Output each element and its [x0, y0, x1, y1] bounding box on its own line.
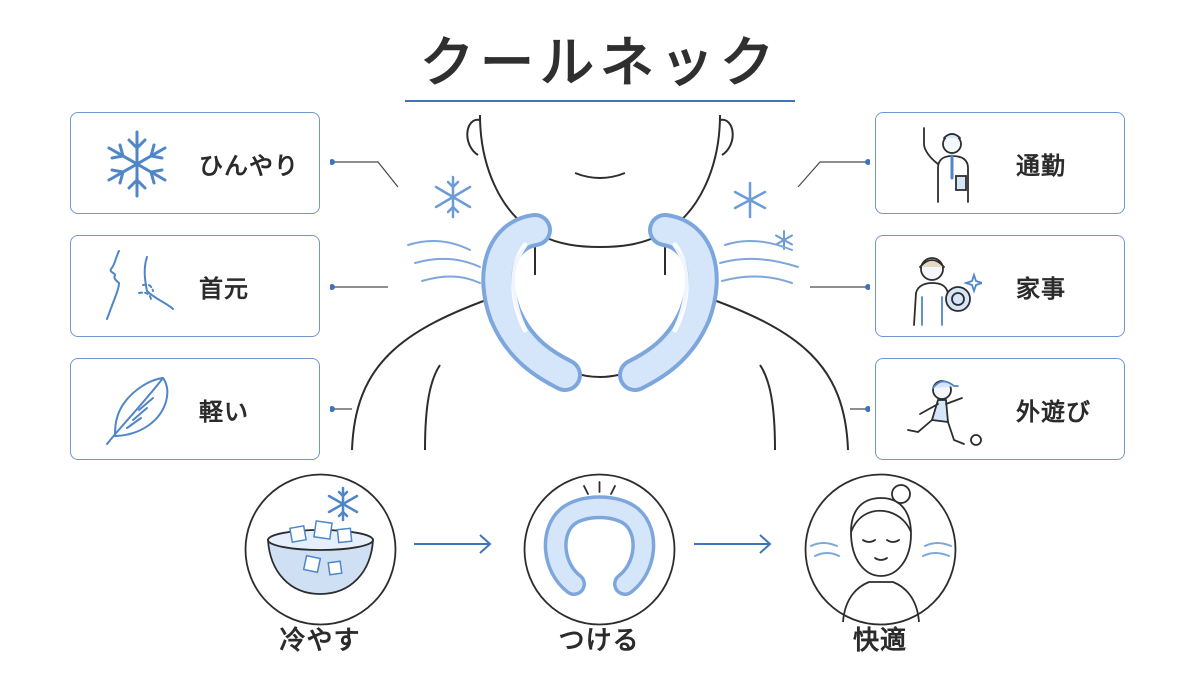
neck-ring-icon — [523, 473, 676, 626]
page-title: クールネック — [420, 31, 780, 94]
scene-card-housework: 家事 — [875, 235, 1125, 337]
arrow-right-icon — [414, 534, 492, 554]
feature-label-neck: 首元 — [199, 274, 249, 303]
relaxed-face-icon — [804, 473, 957, 626]
title-underline — [405, 100, 795, 102]
arm-right — [759, 364, 776, 450]
scene-card-outdoor: 外遊び — [875, 358, 1125, 460]
housework-icon — [913, 257, 982, 326]
step-label-wear: つける — [558, 626, 640, 656]
person-wearing-neck-cooler-illustration — [330, 114, 870, 450]
mouth — [574, 172, 626, 179]
outdoor-play-icon — [907, 380, 982, 446]
commuter-icon — [923, 127, 969, 203]
feature-label-cool: ひんやり — [199, 151, 299, 180]
head-outline — [479, 114, 721, 249]
scene-card-commute: 通勤 — [875, 112, 1125, 214]
neck-profile-icon — [106, 250, 174, 320]
feather-icon — [106, 377, 169, 445]
cool-air-right-icon — [719, 240, 799, 284]
scene-label-commute: 通勤 — [1016, 151, 1066, 180]
left-ear — [466, 118, 481, 156]
ice-bowl-icon — [244, 473, 397, 626]
arrow-right-icon — [694, 534, 772, 554]
feature-card-cool: ひんやり — [70, 112, 320, 214]
step-label-cool: 冷やす — [279, 626, 361, 656]
snowflake-right-icon — [733, 181, 767, 219]
snowflake-left-icon — [434, 175, 472, 219]
arm-left — [424, 364, 441, 450]
step-label-comfort: 快適 — [852, 626, 907, 656]
connector-lines — [332, 161, 868, 410]
feature-label-light: 軽い — [199, 397, 249, 426]
scene-label-outdoor: 外遊び — [1016, 397, 1091, 426]
shoulders — [351, 294, 849, 450]
scene-label-housework: 家事 — [1016, 274, 1066, 303]
feature-card-light: 軽い — [70, 358, 320, 460]
cool-air-left-icon — [407, 240, 481, 284]
right-ear — [719, 118, 734, 156]
snowflake-icon — [107, 130, 167, 198]
feature-card-neck: 首元 — [70, 235, 320, 337]
